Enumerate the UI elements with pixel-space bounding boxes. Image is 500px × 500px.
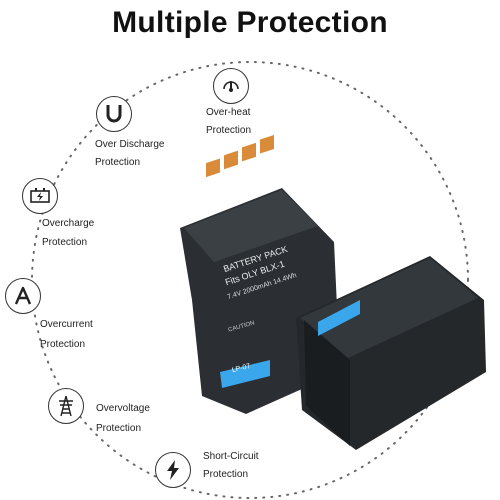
overcurrent-badge	[5, 278, 41, 314]
overcharge-line2: Protection	[42, 237, 88, 248]
magnet-icon	[106, 105, 122, 123]
ampere-icon	[14, 286, 32, 305]
over-heat-line1: Over-heat	[206, 107, 251, 118]
overcurrent-line1: Overcurrent	[40, 319, 93, 330]
battery-charge-icon	[30, 188, 50, 203]
lightning-icon	[167, 460, 179, 480]
short-circuit-line2: Protection	[203, 469, 249, 480]
short-circuit-line1: Short-Circuit	[203, 451, 259, 462]
over-heat-badge	[213, 68, 249, 104]
battery-front-blue-strip	[318, 300, 360, 336]
battery-contact-4	[260, 134, 274, 154]
thermometer-gauge-icon	[223, 81, 239, 92]
battery-back-blue-strip	[220, 360, 270, 388]
overvoltage-line1: Overvoltage	[96, 403, 150, 414]
overcurrent-line2: Protection	[40, 339, 86, 350]
overvoltage-badge	[48, 388, 84, 424]
page-title: Multiple Protection	[112, 6, 388, 39]
short-circuit-badge	[155, 452, 191, 488]
over-discharge-badge	[96, 96, 132, 132]
battery-front	[296, 256, 486, 450]
over-discharge-line2: Protection	[95, 157, 141, 168]
over-discharge-line1: Over Discharge	[95, 139, 165, 150]
overvoltage-line2: Protection	[96, 423, 142, 434]
battery-contact-1	[206, 158, 220, 178]
battery-contact-2	[224, 150, 238, 170]
overcharge-badge	[22, 178, 58, 214]
over-heat-line2: Protection	[206, 125, 252, 136]
battery-contact-3	[242, 142, 256, 162]
overcharge-line1: Overcharge	[42, 218, 95, 229]
power-tower-icon	[59, 395, 73, 417]
